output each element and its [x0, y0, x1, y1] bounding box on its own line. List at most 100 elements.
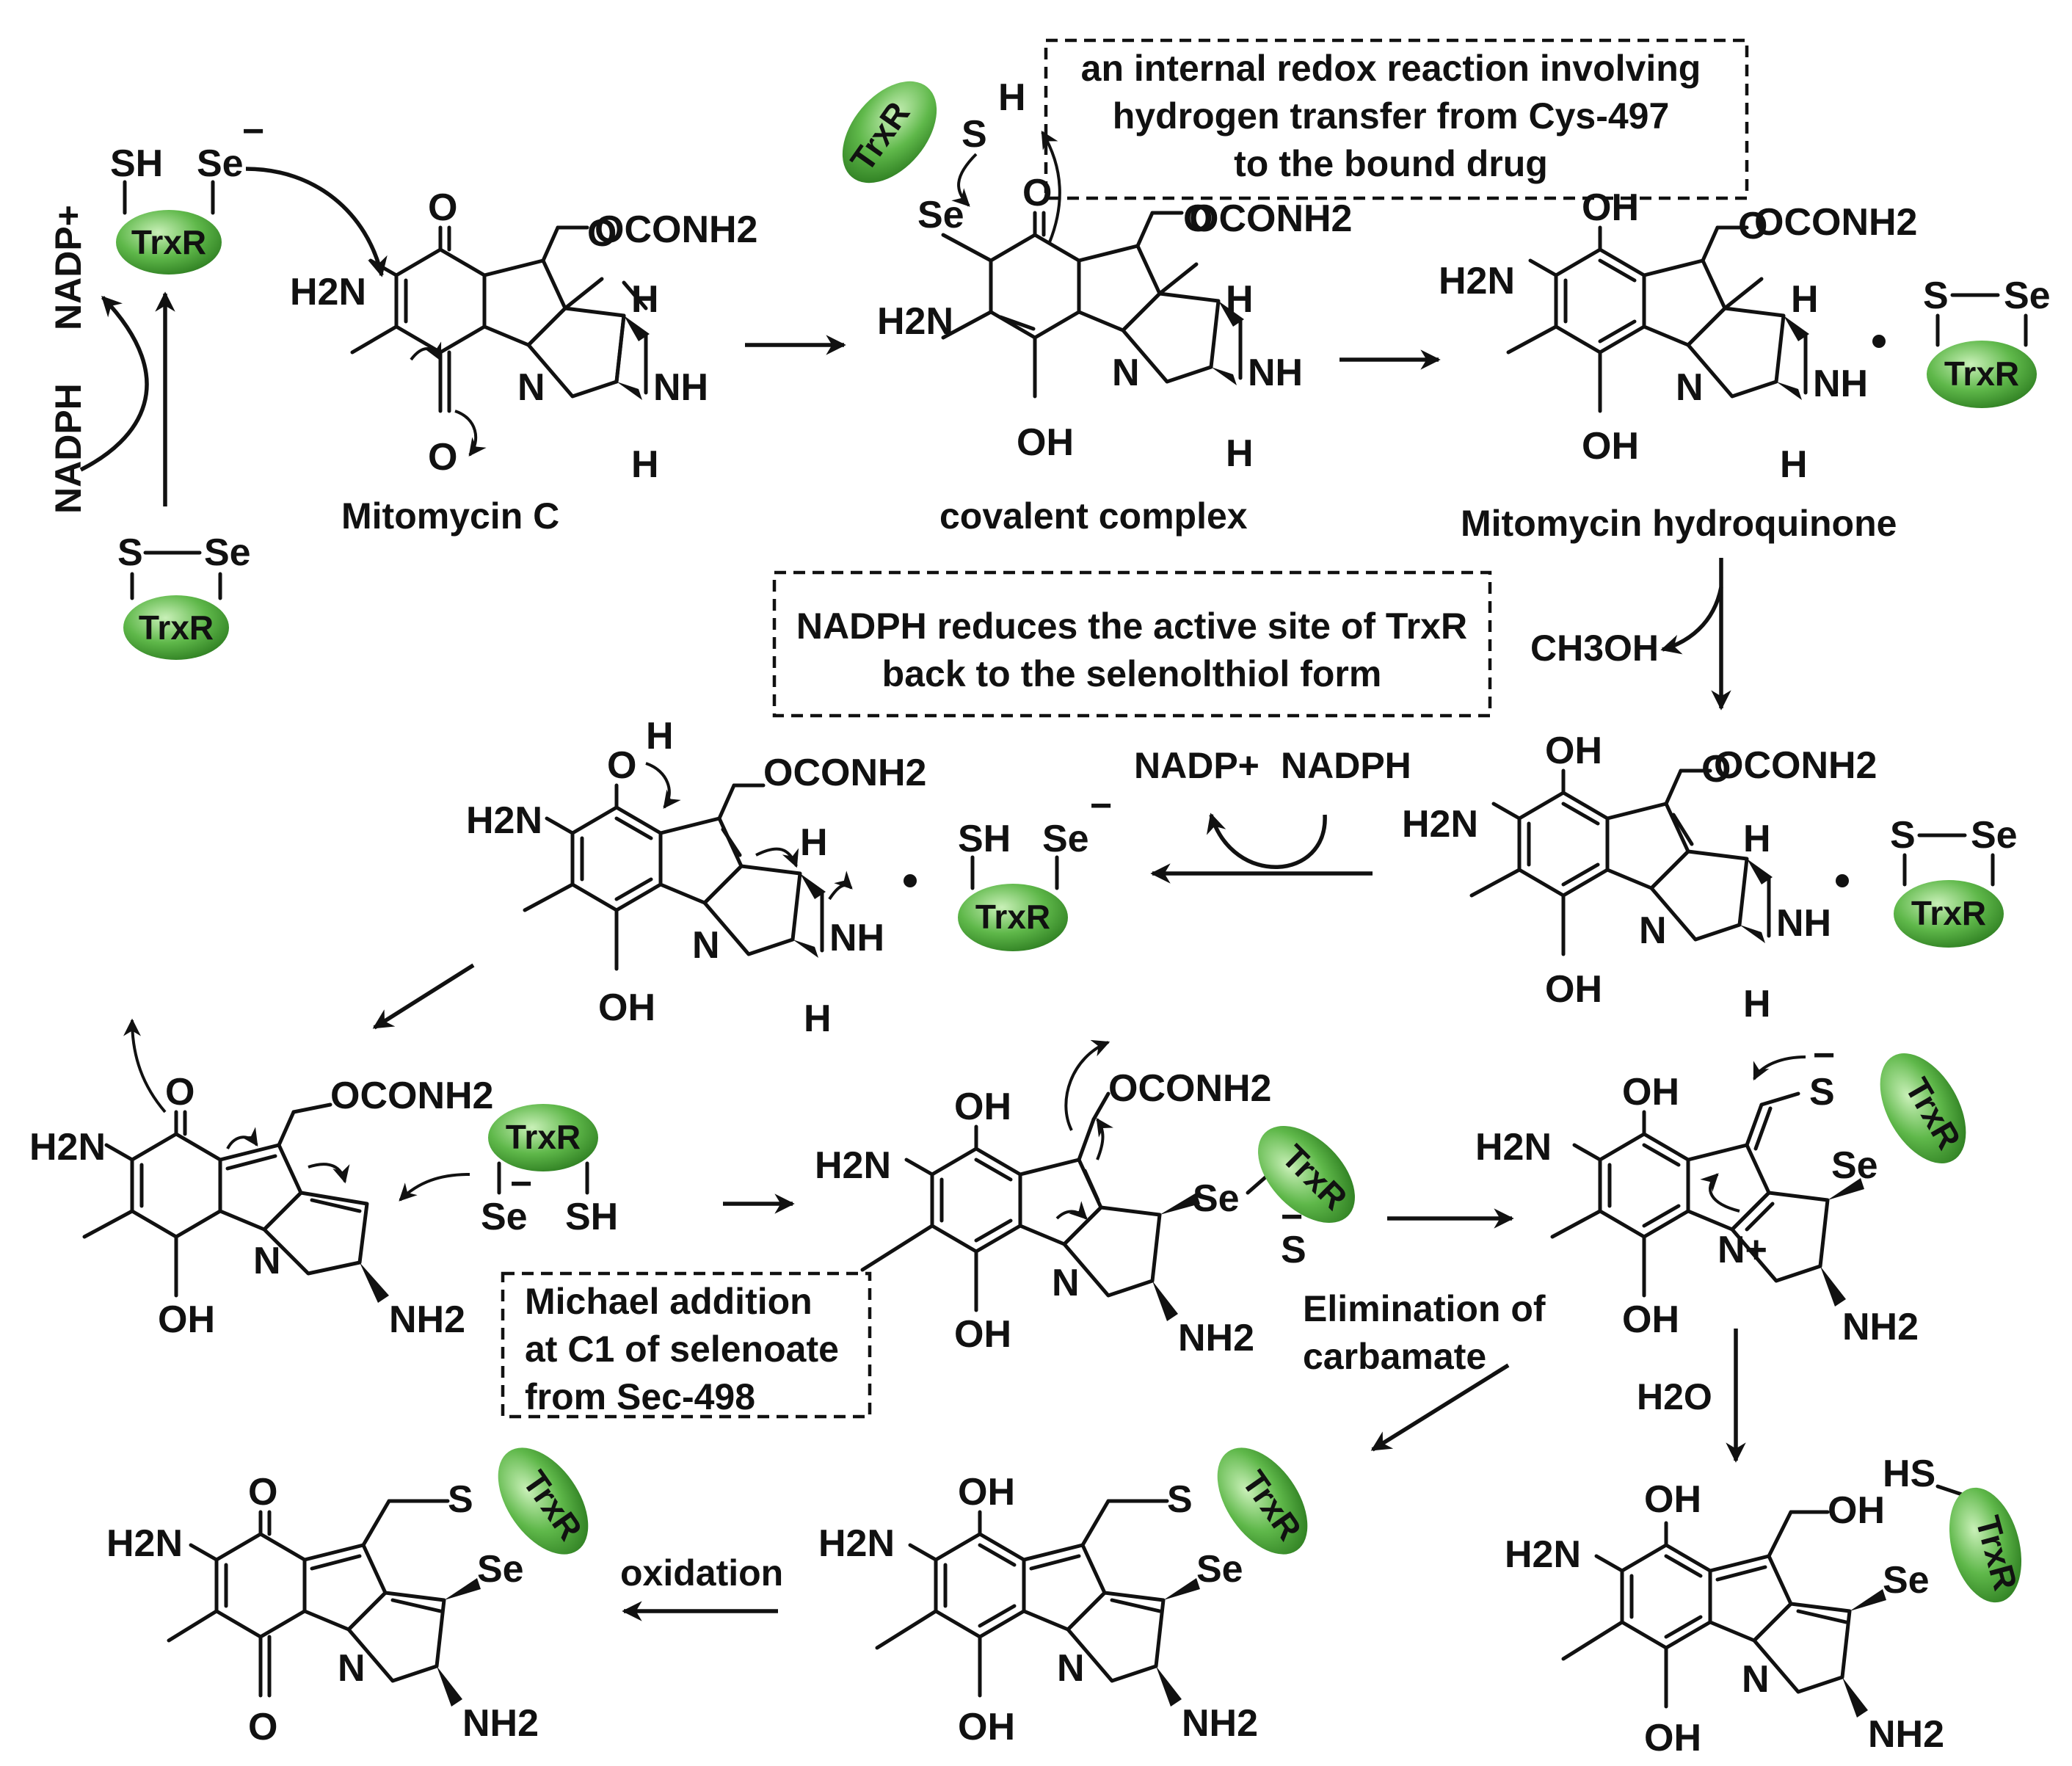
- elimination-label-1: Elimination of: [1303, 1288, 1546, 1329]
- atom-N: N: [1639, 909, 1667, 952]
- atom-H2N: H2N: [1475, 1126, 1552, 1169]
- atom-Se: Se: [197, 142, 244, 185]
- reaction-arrow-diag-2: [1370, 1363, 1510, 1452]
- atom-H2N: H2N: [106, 1522, 183, 1565]
- enzyme-disulfide-left: S Se TrxR: [117, 531, 251, 660]
- trxr-label: TrxR: [975, 898, 1050, 936]
- atom-O: O: [1022, 172, 1052, 214]
- trxr-label: TrxR: [506, 1118, 581, 1156]
- trxr-label: TrxR: [139, 608, 214, 647]
- atom-NH2: NH2: [462, 1702, 539, 1745]
- atom-N: N: [253, 1240, 281, 1282]
- atom-N: N: [1052, 1262, 1080, 1304]
- atom-S: S: [1923, 275, 1949, 317]
- nadph-label: NADPH: [1281, 745, 1411, 786]
- atom-OH: OH: [1545, 730, 1602, 772]
- atom-Se: Se: [204, 531, 251, 574]
- atom-OCONH2: OCONH2: [763, 752, 926, 794]
- reaction-arrow-diag-1: [372, 963, 475, 1030]
- atom-OH: OH: [1828, 1489, 1885, 1532]
- atom-NH2: NH2: [389, 1298, 465, 1341]
- enzyme-selenoate-row3: TrxR Se − SH: [399, 1104, 618, 1238]
- atom-OH: OH: [1017, 421, 1074, 464]
- atom-H: H: [1226, 278, 1254, 321]
- mitomycin-hydroquinone-structure: H2N OH OH N O OCONH2 H NH H: [1439, 186, 1917, 486]
- atom-OH: OH: [1582, 186, 1639, 229]
- hydroquinone-caption: Mitomycin hydroquinone: [1461, 503, 1897, 544]
- atom-OH: OH: [1644, 1478, 1701, 1521]
- atom-SH: SH: [958, 818, 1011, 860]
- atom-OH: OH: [1644, 1717, 1701, 1759]
- crosslinked-quinone-structure: H2N O O N S Se NH2: [106, 1471, 539, 1748]
- atom-H: H: [800, 821, 828, 864]
- atom-N: N: [338, 1647, 366, 1690]
- atom-H2N: H2N: [877, 300, 953, 343]
- atom-H: H: [804, 998, 832, 1040]
- mitomycin-c-caption: Mitomycin C: [341, 495, 559, 537]
- elimination-label-2: carbamate: [1303, 1336, 1486, 1377]
- atom-OCONH2: OCONH2: [1714, 744, 1877, 787]
- atom-OH: OH: [1622, 1071, 1679, 1113]
- atom-NH2: NH2: [1178, 1317, 1254, 1359]
- atom-H: H: [1780, 443, 1808, 486]
- nadph-oxidation-arrow: [1206, 813, 1327, 869]
- atom-S: S: [1281, 1229, 1306, 1271]
- atom-Se: Se: [1883, 1559, 1930, 1602]
- atom-O: O: [428, 436, 457, 479]
- atom-O: O: [1738, 205, 1767, 247]
- note-michael-3: from Sec-498: [525, 1376, 755, 1417]
- atom-H2N: H2N: [815, 1144, 891, 1187]
- atom-Se: Se: [1831, 1144, 1878, 1187]
- atom-H2N: H2N: [818, 1522, 895, 1565]
- atom-H: H: [631, 278, 659, 321]
- atom-OCONH2: OCONH2: [330, 1075, 493, 1117]
- leuco-structure-mid-left: H2N O H OH N OCONH2 H NH H: [466, 715, 926, 1040]
- atom-H2N: H2N: [1402, 803, 1478, 846]
- atom-H2N: H2N: [1439, 260, 1515, 302]
- note-box-michael: [501, 1271, 872, 1419]
- trxr-label: TrxR: [1911, 894, 1986, 932]
- atom-H: H: [1743, 818, 1771, 860]
- atom-OH: OH: [1582, 425, 1639, 468]
- atom-NH: NH: [829, 917, 884, 959]
- atom-S: S: [1890, 814, 1916, 857]
- iminium-structure: H2N OH OH N+ Se NH2 S −: [1475, 1034, 1919, 1348]
- atom-OH: OH: [1545, 968, 1602, 1011]
- atom-H: H: [998, 76, 1026, 119]
- note-redox-3: to the bound drug: [1234, 143, 1548, 184]
- atom-OH: OH: [958, 1471, 1015, 1514]
- enzyme-adduct-row3: TrxR: [1258, 1126, 1355, 1223]
- charge-minus: −: [242, 110, 264, 153]
- atom-NH2: NH2: [1868, 1713, 1944, 1756]
- leucoaziridinomitosene-structure: H2N OH OH N O OCONH2 H NH H: [1402, 730, 1877, 1025]
- atom-S: S: [962, 113, 987, 156]
- nadph-label: NADPH: [48, 383, 89, 514]
- atom-NH: NH: [1813, 363, 1868, 405]
- note-box-redox: [1044, 38, 1749, 200]
- atom-O: O: [1701, 748, 1731, 791]
- trxr-enzyme-shape: [116, 210, 222, 275]
- atom-H: H: [1791, 278, 1819, 321]
- atom-O: O: [248, 1471, 277, 1514]
- note-michael-2: at C1 of selenoate: [525, 1329, 839, 1370]
- atom-NH2: NH2: [1842, 1306, 1919, 1348]
- atom-H: H: [631, 443, 659, 486]
- atom-S: S: [448, 1478, 473, 1521]
- atom-N: N: [1742, 1658, 1770, 1701]
- hydroxymethyl-adduct-structure: H2N OH OH N OH Se NH2 HS: [1505, 1453, 1984, 1759]
- enzyme-hydroxymethyl: TrxR: [1949, 1487, 2025, 1603]
- note-redox-2: hydrogen transfer from Cys-497: [1113, 95, 1670, 137]
- oxidation-label: oxidation: [620, 1552, 783, 1594]
- atom-Se: Se: [2004, 275, 2051, 317]
- atom-N-plus: N+: [1717, 1229, 1767, 1271]
- enzyme-iminium-row3: TrxR: [1880, 1053, 1969, 1163]
- note-michael-1: Michael addition: [525, 1281, 813, 1322]
- atom-NH2: NH2: [1182, 1702, 1258, 1745]
- michael-adduct-structure: H2N OH OH N OCONH2 Se NH2 S −: [815, 1039, 1306, 1359]
- note-redox-1: an internal redox reaction involving: [1081, 48, 1701, 89]
- atom-Se: Se: [1042, 818, 1089, 860]
- atom-OH: OH: [598, 986, 655, 1029]
- ch3oh-label: CH3OH: [1530, 628, 1659, 669]
- mitomycin-c-structure: H2N O O N O OCONH2 H NH H: [290, 186, 757, 486]
